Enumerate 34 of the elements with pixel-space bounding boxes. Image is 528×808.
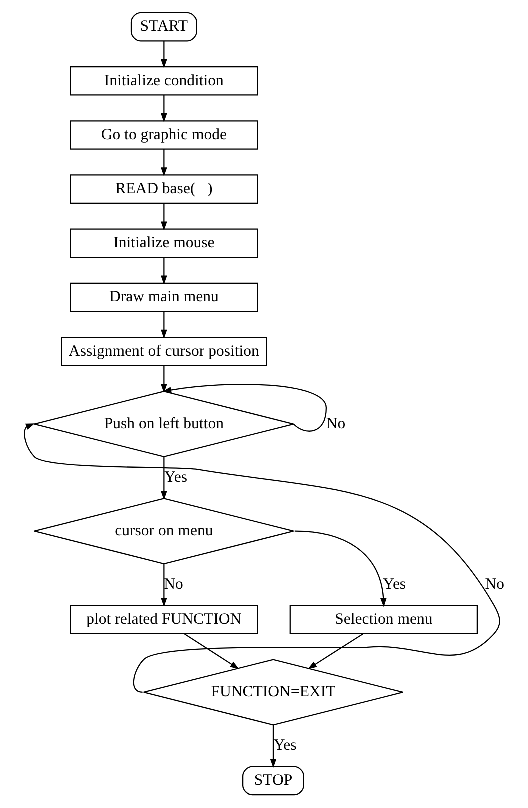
node-box: Go to graphic mode bbox=[70, 120, 258, 150]
node-box: Initialize mouse bbox=[70, 228, 258, 258]
arrow bbox=[160, 149, 167, 177]
edge-label: Yes bbox=[273, 737, 296, 754]
arrow bbox=[307, 634, 363, 670]
edge-label: Yes bbox=[382, 576, 406, 594]
arrow bbox=[160, 258, 167, 285]
node-box: Selection menu bbox=[289, 605, 478, 634]
arrow bbox=[294, 530, 386, 608]
edge-label: No bbox=[484, 576, 504, 594]
node-box: Assignment of cursor position bbox=[60, 336, 267, 366]
node-box: READ base( ) bbox=[70, 174, 258, 204]
node-box: Initialize condition bbox=[70, 66, 258, 96]
arrow bbox=[160, 312, 167, 339]
arrow bbox=[24, 424, 500, 693]
arrow bbox=[270, 725, 276, 768]
node-box: plot related FUNCTION bbox=[70, 605, 258, 634]
arrow bbox=[160, 204, 167, 231]
arrow bbox=[160, 457, 167, 500]
arrow bbox=[162, 384, 327, 432]
arrow bbox=[160, 564, 167, 608]
node-box: START bbox=[130, 12, 197, 42]
arrow bbox=[184, 634, 239, 670]
node-diamond: FUNCTION=EXIT bbox=[142, 659, 404, 726]
node-diamond: Push on left button bbox=[34, 391, 294, 458]
edge-label: No bbox=[326, 415, 346, 432]
arrow bbox=[160, 95, 167, 123]
node-diamond: cursor on menu bbox=[34, 498, 294, 565]
edge-label: No bbox=[164, 576, 183, 594]
arrow bbox=[160, 366, 167, 394]
edge-label: Yes bbox=[164, 468, 187, 486]
node-box: STOP bbox=[242, 766, 304, 796]
arrow bbox=[160, 41, 167, 68]
node-box: Draw main menu bbox=[70, 282, 258, 312]
